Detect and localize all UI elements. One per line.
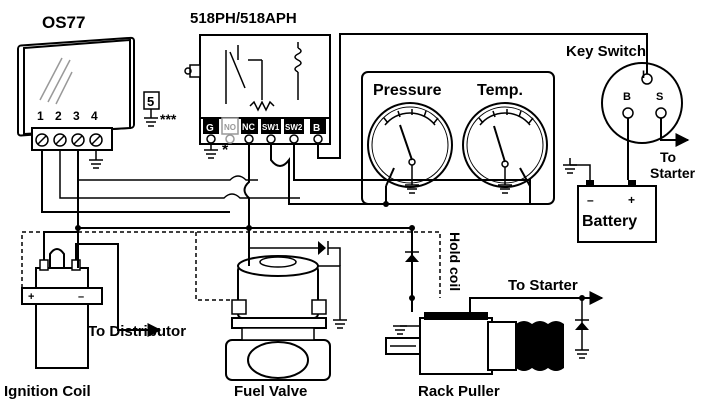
ignition-coil: + – Ignition Coil xyxy=(4,248,103,400)
key-terminal-s: S xyxy=(656,91,663,103)
relay-title: 518PH/518APH xyxy=(190,10,297,27)
relay-terminal-sw2: SW2 xyxy=(285,123,303,132)
key-switch: Key Switch I B S To Starter xyxy=(566,43,696,181)
relay-terminals: G NO NC SW1 SW2 B xyxy=(203,117,326,135)
pressure-gauge xyxy=(367,102,453,188)
key-terminal-i: I xyxy=(642,69,645,81)
pressure-label: Pressure xyxy=(373,82,442,99)
relay-518ph: 518PH/518APH G NO NC SW1 SW2 xyxy=(184,10,331,159)
gauge-panel: Pressure Temp. xyxy=(361,71,555,205)
relay-asterisk: * xyxy=(222,142,229,159)
ignition-coil-label: Ignition Coil xyxy=(4,383,91,400)
fuel-valve-label: Fuel Valve xyxy=(234,383,307,400)
coil-terminal-neg: – xyxy=(78,291,84,303)
to-distributor-label: To Distributor xyxy=(88,323,186,340)
os77-terminal-labels: 1 2 3 4 xyxy=(37,109,98,123)
box-5-label: 5 xyxy=(147,94,154,109)
os77-terminal-2: 2 xyxy=(55,109,62,123)
triple-asterisk: *** xyxy=(160,111,177,127)
key-terminal-b: B xyxy=(623,91,631,103)
hold-coil-label: Hold coil xyxy=(447,232,463,291)
relay-terminal-g: G xyxy=(206,123,214,134)
relay-terminal-b: B xyxy=(313,123,320,134)
os77-terminal-1: 1 xyxy=(37,109,44,123)
key-starter-label: Starter xyxy=(650,165,696,181)
os77-screws xyxy=(35,133,103,147)
rack-to-starter-label: To Starter xyxy=(508,277,578,294)
rack-puller: Rack Puller xyxy=(385,312,564,400)
relay-terminal-nc: NC xyxy=(242,122,255,132)
os77-terminal-3: 3 xyxy=(73,109,80,123)
battery-label: Battery xyxy=(582,213,637,230)
ground-note-5: 5 *** xyxy=(143,91,177,127)
battery-pos: + xyxy=(628,193,635,207)
rack-puller-label: Rack Puller xyxy=(418,383,500,400)
os77-terminal-4: 4 xyxy=(91,109,98,123)
relay-terminal-sw1: SW1 xyxy=(262,123,280,132)
battery-neg: – xyxy=(587,193,594,207)
os77-title: OS77 xyxy=(42,13,85,32)
coil-terminal-pos: + xyxy=(28,291,34,303)
temp-label: Temp. xyxy=(477,82,523,99)
wiring xyxy=(21,33,648,337)
key-switch-title: Key Switch xyxy=(566,43,646,60)
os77-module: OS77 1 2 3 4 xyxy=(17,13,135,169)
battery: – + Battery xyxy=(577,180,657,243)
fuel-valve: Fuel Valve xyxy=(225,255,331,400)
relay-terminal-no: NO xyxy=(224,123,236,132)
key-to-starter-label: To xyxy=(660,149,676,165)
